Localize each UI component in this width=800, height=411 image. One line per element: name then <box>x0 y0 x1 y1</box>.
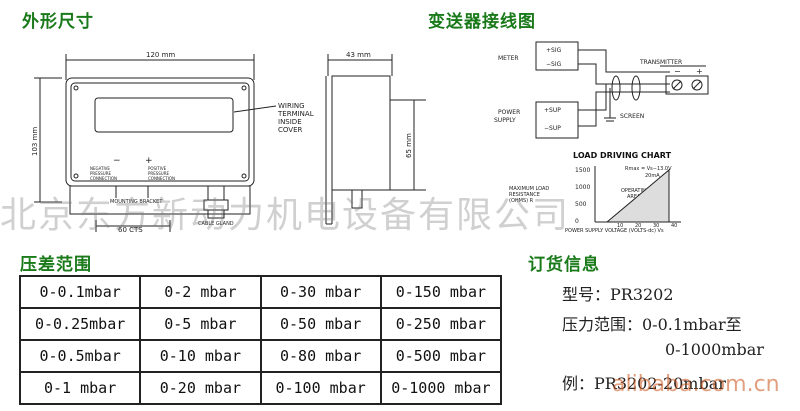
table-cell: 0-1 mbar <box>18 371 142 405</box>
table-row: 0-0.25mbar 0-5 mbar 0-50 mbar 0-250 mbar <box>18 307 503 341</box>
height-label: 103 mm <box>31 127 39 156</box>
pressure-range-table: 0-0.1mbar 0-2 mbar 0-30 mbar 0-150 mbar … <box>18 275 503 405</box>
table-cell: 0-2 mbar <box>139 275 262 309</box>
screen-label: SCREEN <box>620 113 644 120</box>
load-formula-2: 20mA <box>645 173 660 179</box>
wiring-diagram: METER +SIG −SIG TRANSMITTER POWER SUPPLY… <box>494 41 709 139</box>
load-ylabel-2: RESISTANCE <box>509 192 540 198</box>
cable-gland-label: CABLE GLAND <box>198 221 234 227</box>
load-x-tick: 10 <box>617 223 623 229</box>
mounting-label: MOUNTING BRACKET <box>110 199 163 205</box>
load-y-tick: 500 <box>575 201 587 208</box>
order-heading: 订货信息 <box>528 255 600 275</box>
wiring-note-1: WIRING <box>278 102 305 110</box>
load-x-tick: 30 <box>653 223 659 229</box>
table-cell: 0-500 mbar <box>379 339 503 373</box>
width-label: 120 mm <box>146 51 175 59</box>
order-range-end: 0-1000mbar <box>665 340 764 359</box>
table-cell: 0-0.1mbar <box>18 275 142 309</box>
load-formula-1: Rmax = Vs−13.0V <box>625 166 672 172</box>
table-cell: 0-250 mbar <box>379 307 503 341</box>
wiring-note-4: COVER <box>278 126 302 134</box>
depth-label: 43 mm <box>346 51 371 59</box>
load-ylabel-3: (OHMS) R <box>509 198 534 204</box>
load-x-tick: 20 <box>635 223 641 229</box>
side-height-label: 65 mm <box>405 133 413 158</box>
pos-port-label-3: CONNECTION <box>148 176 175 181</box>
table-cell: 0-150 mbar <box>379 275 503 309</box>
neg-port-label-1: NEGATIVE <box>90 166 110 171</box>
table-cell: 0-0.5mbar <box>18 339 142 373</box>
load-y-tick: 1000 <box>575 184 590 191</box>
terminal-minus: − <box>674 67 681 76</box>
load-y-tick: 0 <box>575 218 579 225</box>
table-cell: 0-20 mbar <box>139 371 262 405</box>
neg-port-label-2: PRESSURE <box>90 171 112 176</box>
bottom-dim-label: 60 CTS <box>118 226 143 234</box>
dimension-drawing: 120 mm 103 mm WIRING TERMINAL INSIDE COV… <box>31 51 426 234</box>
plus-port-sign: + <box>145 156 153 166</box>
load-xlabel: POWER SUPPLY VOLTAGE (VOLTS-dc) Vs <box>565 228 664 234</box>
dimensions-heading: 外形尺寸 <box>22 12 94 32</box>
power-supply-label-1: POWER <box>498 109 520 116</box>
load-y-tick: 1500 <box>575 167 590 174</box>
load-ylabel-1: MAXIMUM LOAD <box>509 186 549 192</box>
table-cell: 0-1000 mbar <box>379 371 503 405</box>
load-chart-title: LOAD DRIVING CHART <box>573 151 672 160</box>
transmitter-label: TRANSMITTER <box>639 59 682 66</box>
load-driving-chart: LOAD DRIVING CHART Rmax = Vs−13.0V 20mA … <box>509 151 681 234</box>
table-cell: 0-5 mbar <box>139 307 262 341</box>
range-heading: 压差范围 <box>20 255 92 275</box>
sup-plus-label: +SUP <box>544 107 561 114</box>
pos-port-label-1: POSITIVE <box>148 166 167 171</box>
sig-plus-label: +SIG <box>546 47 562 54</box>
order-range: 压力范围：0-0.1mbar至 <box>562 315 742 334</box>
wiring-heading: 变送器接线图 <box>428 12 536 32</box>
wiring-note-3: INSIDE <box>278 118 302 126</box>
order-model: 型号：PR3202 <box>562 285 674 304</box>
load-area-1: OPERATING <box>621 188 650 194</box>
table-row: 0-1 mbar 0-20 mbar 0-100 mbar 0-1000 mba… <box>18 371 503 405</box>
order-example: 例：PR3202-20mbar <box>562 374 726 393</box>
table-cell: 0-0.25mbar <box>18 307 142 341</box>
sup-minus-label: −SUP <box>544 125 561 132</box>
terminal-plus: + <box>696 67 703 76</box>
table-cell: 0-100 mbar <box>259 371 382 405</box>
pos-port-label-2: PRESSURE <box>148 171 170 176</box>
table-cell: 0-10 mbar <box>139 339 262 373</box>
meter-label: METER <box>498 55 519 62</box>
table-row: 0-0.5mbar 0-10 mbar 0-80 mbar 0-500 mbar <box>18 339 503 373</box>
table-cell: 0-50 mbar <box>259 307 382 341</box>
neg-port-label-3: CONNECTION <box>90 176 117 181</box>
minus-port-sign: − <box>113 156 121 166</box>
sig-minus-label: −SIG <box>546 61 562 68</box>
load-x-tick: 40 <box>671 223 677 229</box>
load-area-2: AREA <box>627 194 641 200</box>
power-supply-label-2: SUPPLY <box>494 117 516 124</box>
table-row: 0-0.1mbar 0-2 mbar 0-30 mbar 0-150 mbar <box>18 275 503 309</box>
wiring-note-2: TERMINAL <box>277 110 314 118</box>
table-cell: 0-30 mbar <box>259 275 382 309</box>
table-cell: 0-80 mbar <box>259 339 382 373</box>
